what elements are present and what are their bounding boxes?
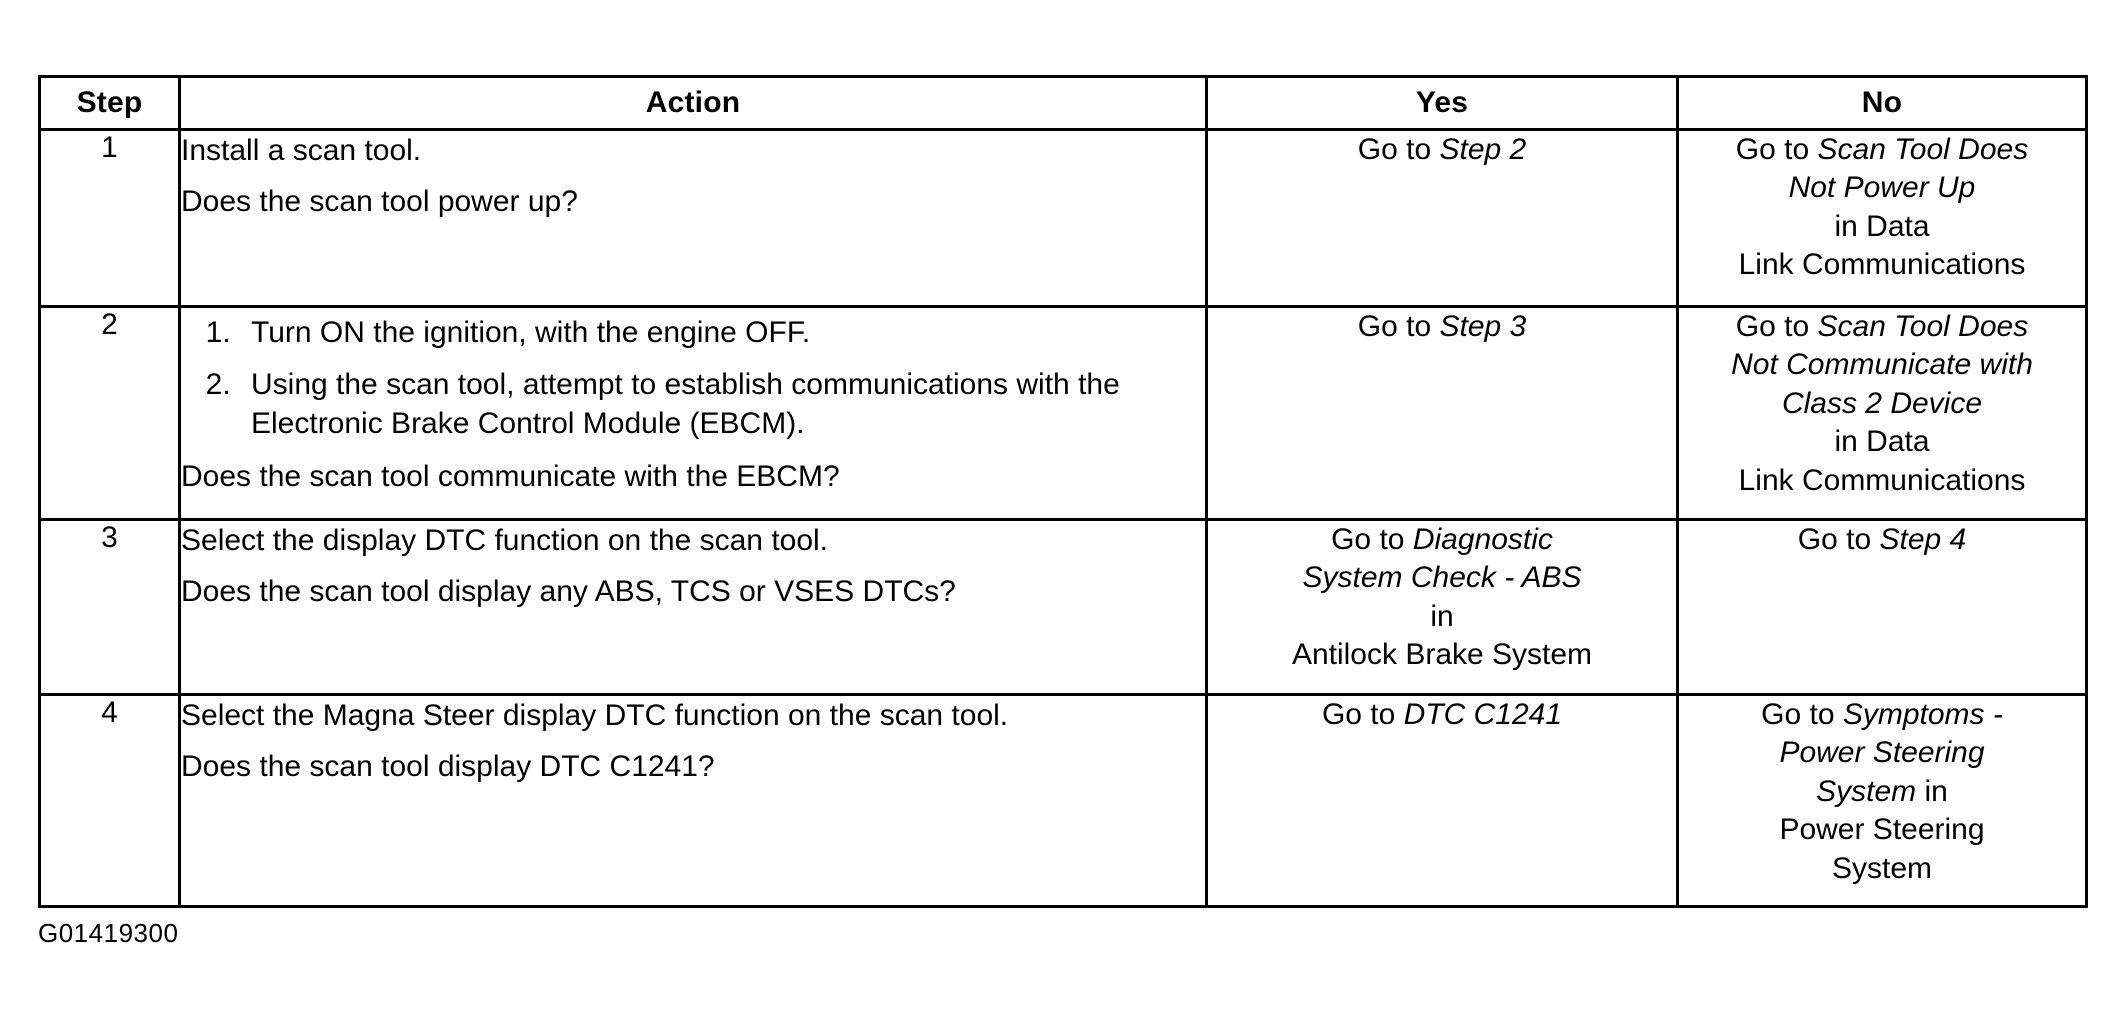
table-row: 4 Select the Magna Steer display DTC fun… (38, 693, 2088, 908)
no-branch-cell: Go to Symptoms - Power Steering System i… (1676, 693, 2088, 908)
yes-branch-cell: Go to Step 2 (1205, 128, 1679, 308)
column-header-no: No (1676, 75, 2088, 131)
no-branch-cell: Go to Scan Tool Does Not Power Up in Dat… (1676, 128, 2088, 308)
branch-line: in Data (1834, 425, 1930, 459)
list-item: Turn ON the ignition, with the engine OF… (239, 314, 1205, 352)
branch-text-plain: Go to (1735, 310, 1818, 343)
table-header-row: Step Action Yes No (38, 75, 2088, 131)
branch-text-italic: Symptoms - (1842, 698, 2003, 731)
branch-text-plain: Go to (1357, 133, 1440, 166)
action-line: Select the display DTC function on the s… (181, 524, 829, 557)
action-line: Does the scan tool display any ABS, TCS … (181, 575, 956, 608)
branch-line: Go to Scan Tool Does (1679, 308, 2085, 346)
branch-line: Link Communications (1738, 463, 2026, 497)
branch-text-plain: Go to (1331, 523, 1413, 556)
branch-text-plain: Go to (1797, 523, 1880, 556)
action-line: Install a scan tool. (181, 134, 422, 167)
branch-line: Go to Scan Tool Does (1679, 131, 2085, 169)
table-body: 1 Install a scan tool. Does the scan too… (38, 128, 2088, 908)
step-number-cell: 3 (38, 518, 181, 696)
step-number-cell: 1 (38, 128, 181, 308)
branch-line: Link Communications (1738, 248, 2026, 282)
no-branch-cell: Go to Scan Tool Does Not Communicate wit… (1676, 305, 2088, 521)
list-item: Using the scan tool, attempt to establis… (239, 366, 1205, 443)
action-cell: Turn ON the ignition, with the engine OF… (178, 305, 1208, 521)
branch-line: Go to Step 3 (1208, 308, 1676, 346)
branch-line: System in (1679, 773, 2085, 811)
action-line: Does the scan tool display DTC C1241? (181, 750, 715, 783)
branch-text-italic: Step 2 (1439, 133, 1527, 166)
table-row: 2 Turn ON the ignition, with the engine … (38, 305, 2088, 521)
branch-text-tail: in (1916, 774, 1948, 808)
branch-text-italic: Step 3 (1439, 310, 1527, 343)
branch-line: in (1430, 599, 1454, 633)
table-row: 3 Select the display DTC function on the… (38, 518, 2088, 696)
branch-line: Go to DTC C1241 (1208, 696, 1676, 734)
action-cell: Install a scan tool. Does the scan tool … (178, 128, 1208, 308)
branch-line: Class 2 Device (1781, 386, 1983, 420)
yes-branch-cell: Go to DTC C1241 (1205, 693, 1679, 908)
branch-text-italic: Step 4 (1879, 523, 1967, 556)
branch-line: Power Steering (1779, 813, 1985, 847)
branch-text-plain: Go to (1357, 310, 1440, 343)
branch-line: Go to Symptoms - (1679, 696, 2085, 734)
step-number-cell: 4 (38, 693, 181, 908)
branch-text-italic: Scan Tool Does (1817, 310, 2029, 343)
figure-id-label: G01419300 (38, 918, 179, 948)
yes-branch-cell: Go to Diagnostic System Check - ABS in A… (1205, 518, 1679, 696)
action-line: Select the Magna Steer display DTC funct… (181, 699, 1009, 732)
branch-line: in Data (1834, 209, 1930, 243)
branch-text-plain: Go to (1761, 698, 1843, 731)
branch-text-italic: System (1816, 774, 1917, 808)
branch-text-italic: DTC C1241 (1403, 698, 1563, 731)
column-header-action: Action (178, 75, 1208, 131)
branch-line: Not Power Up (1788, 171, 1976, 205)
diagnostic-step-table: Step Action Yes No 1 Install a scan tool… (38, 75, 2088, 908)
branch-text-italic: Diagnostic (1412, 523, 1553, 556)
branch-line: Not Communicate with (1731, 348, 2033, 382)
action-ordered-list: Turn ON the ignition, with the engine OF… (181, 314, 1205, 443)
branch-line: Go to Step 4 (1679, 521, 2085, 559)
branch-line: Antilock Brake System (1291, 638, 1593, 672)
action-cell: Select the display DTC function on the s… (178, 518, 1208, 696)
branch-line: Power Steering (1779, 736, 1985, 770)
branch-line: System Check - ABS (1302, 561, 1582, 595)
yes-branch-cell: Go to Step 3 (1205, 305, 1679, 521)
action-cell: Select the Magna Steer display DTC funct… (178, 693, 1208, 908)
branch-text-italic: Scan Tool Does (1817, 133, 2029, 166)
action-line: Does the scan tool power up? (181, 185, 578, 218)
branch-text-plain: Go to (1321, 698, 1404, 731)
column-header-yes: Yes (1205, 75, 1679, 131)
branch-line: System (1831, 851, 1933, 885)
branch-line: Go to Diagnostic (1208, 521, 1676, 559)
branch-line: Go to Step 2 (1208, 131, 1676, 169)
diagnostic-table-wrapper: Step Action Yes No 1 Install a scan tool… (38, 75, 2088, 908)
action-line: Does the scan tool communicate with the … (181, 460, 840, 494)
no-branch-cell: Go to Step 4 (1676, 518, 2088, 696)
step-number-cell: 2 (38, 305, 181, 521)
branch-text-plain: Go to (1735, 133, 1818, 166)
column-header-step: Step (38, 75, 181, 131)
table-row: 1 Install a scan tool. Does the scan too… (38, 128, 2088, 308)
